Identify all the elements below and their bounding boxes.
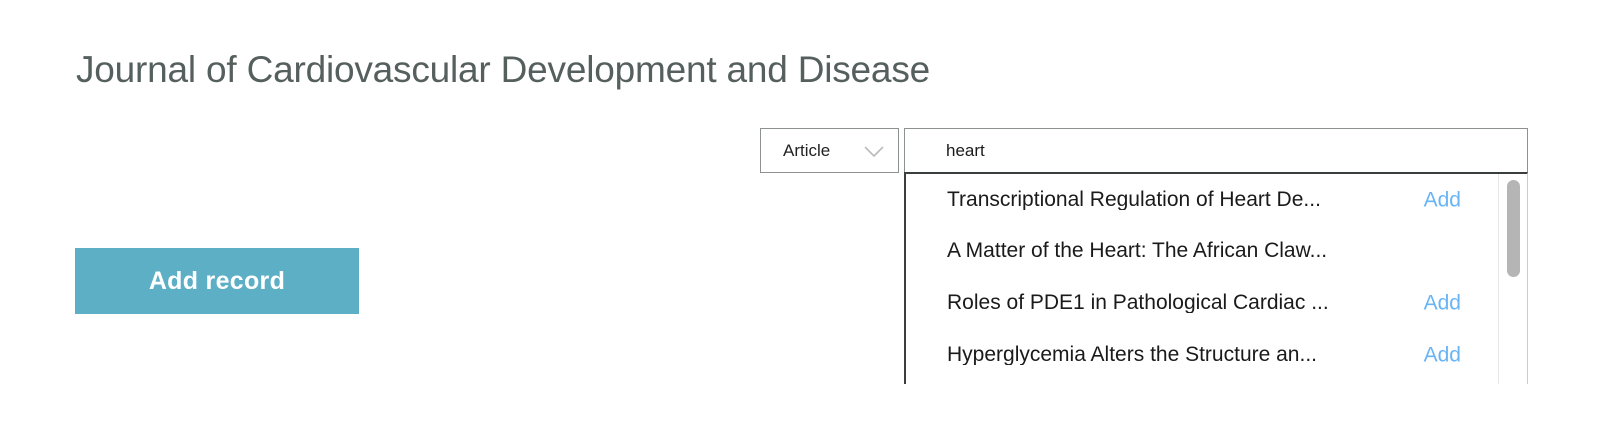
page-title: Journal of Cardiovascular Development an… [76,48,930,90]
search-results-panel: Transcriptional Regulation of Heart De..… [904,172,1528,384]
search-results-list: Transcriptional Regulation of Heart De..… [906,174,1527,384]
add-result-link[interactable]: Add [1423,188,1461,211]
list-item[interactable]: A Matter of the Heart: The African Claw.… [906,225,1527,276]
search-input-wrapper [904,128,1528,173]
list-item[interactable]: Hyperglycemia Alters the Structure an...… [906,329,1527,380]
add-result-link[interactable]: Add [1423,343,1461,366]
search-bar: Article [760,128,1528,173]
list-item[interactable]: Transcriptional Regulation of Heart De..… [906,174,1527,225]
scrollbar-thumb[interactable] [1507,180,1520,277]
record-type-select[interactable]: Article [760,128,899,173]
add-result-link[interactable]: Add [1423,291,1461,314]
vertical-scrollbar[interactable] [1498,174,1527,384]
record-type-select-value: Article [783,141,831,160]
result-title: Transcriptional Regulation of Heart De..… [947,189,1321,210]
result-title: Hyperglycemia Alters the Structure an... [947,344,1317,365]
list-item[interactable]: Roles of PDE1 in Pathological Cardiac ..… [906,277,1527,328]
result-title: Roles of PDE1 in Pathological Cardiac ..… [947,292,1329,313]
search-input[interactable] [905,129,1527,172]
chevron-down-icon [864,145,884,157]
add-record-button[interactable]: Add record [75,248,359,314]
result-title: A Matter of the Heart: The African Claw.… [947,240,1328,261]
